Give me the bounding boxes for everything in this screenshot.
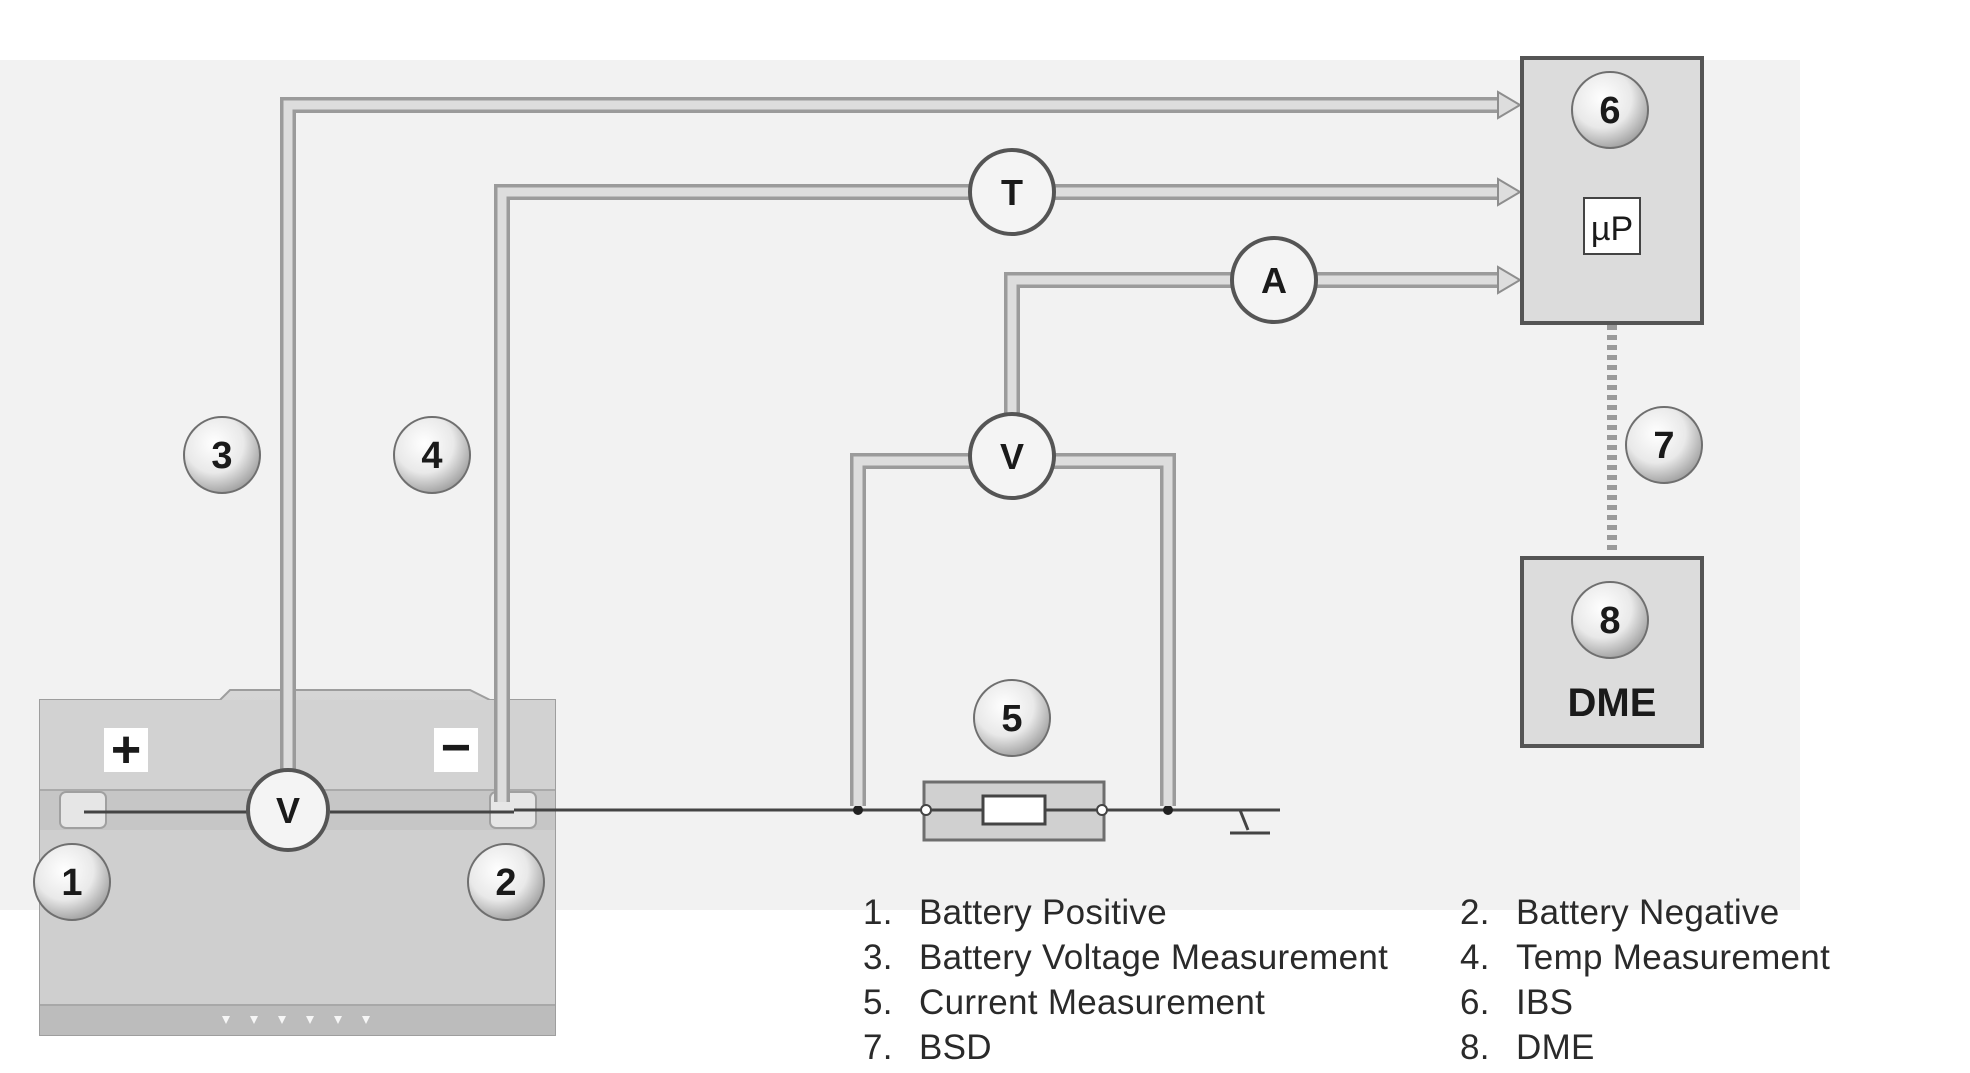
- junction-dot: [853, 805, 863, 815]
- positive-terminal-sign: +: [104, 721, 148, 779]
- battery: [39, 689, 556, 1036]
- dme-label: DME: [1568, 681, 1657, 725]
- legend-label: IBS: [1516, 983, 1574, 1022]
- shunt-voltmeter: V: [968, 412, 1056, 500]
- svg-text:−: −: [441, 719, 471, 777]
- legend-number: 2.: [1460, 893, 1490, 932]
- legend-number: 4.: [1460, 938, 1490, 977]
- arrowheads: [1497, 90, 1522, 295]
- legend-label: Battery Negative: [1516, 893, 1780, 932]
- svg-text:5: 5: [1001, 698, 1022, 740]
- svg-text:7: 7: [1653, 425, 1674, 467]
- line-shunt-tap-right: [1020, 453, 1176, 806]
- measurement-lines: [280, 97, 1505, 806]
- legend-item: 3. Battery Voltage Measurement: [863, 938, 1388, 978]
- circuit-wiring: [84, 808, 1280, 835]
- svg-text:+: +: [111, 721, 141, 779]
- legend-label: DME: [1516, 1028, 1595, 1067]
- legend-label: BSD: [919, 1028, 992, 1067]
- svg-text:3: 3: [211, 435, 232, 477]
- svg-text:2: 2: [495, 862, 516, 904]
- badge-1: 1: [33, 843, 111, 921]
- legend-number: 6.: [1460, 983, 1490, 1022]
- line-temperature: [494, 184, 1505, 802]
- legend-item: 8. DME: [1460, 1028, 1595, 1068]
- svg-text:V: V: [1000, 436, 1024, 477]
- badge-7: 7: [1625, 406, 1703, 484]
- microprocessor-chip: [1583, 197, 1641, 255]
- legend-number: 8.: [1460, 1028, 1490, 1067]
- temperature-sensor: T: [968, 148, 1056, 236]
- legend-item: 7. BSD: [863, 1028, 992, 1068]
- badge-8: 8: [1571, 581, 1649, 659]
- svg-text:4: 4: [421, 435, 442, 477]
- legend-number: 3.: [863, 938, 893, 977]
- negative-terminal-sign: −: [434, 719, 478, 777]
- arrow-icon: [1497, 265, 1522, 295]
- legend-item: 2. Battery Negative: [1460, 893, 1780, 933]
- arrow-icon: [1497, 90, 1522, 120]
- legend-label: Current Measurement: [919, 983, 1266, 1022]
- svg-text:6: 6: [1599, 90, 1620, 132]
- badge-5: 5: [973, 679, 1051, 757]
- legend-number: 7.: [863, 1028, 893, 1067]
- svg-text:8: 8: [1599, 600, 1620, 642]
- line-shunt-tap-left: [850, 453, 1000, 806]
- legend-label: Battery Voltage Measurement: [919, 938, 1389, 977]
- legend-label: Battery Positive: [919, 893, 1167, 932]
- legend-item: 4. Temp Measurement: [1460, 938, 1830, 978]
- microprocessor-label: µP: [1591, 210, 1633, 248]
- legend-item: 1. Battery Positive: [863, 893, 1167, 933]
- badge-6: 6: [1571, 71, 1649, 149]
- ammeter: A: [1230, 236, 1318, 324]
- line-current: [1004, 272, 1505, 418]
- svg-text:V: V: [276, 790, 300, 831]
- badge-4: 4: [393, 416, 471, 494]
- legend-item: 6. IBS: [1460, 983, 1573, 1023]
- legend-number: 1.: [863, 893, 893, 932]
- legend-label: Temp Measurement: [1516, 938, 1831, 977]
- arrow-icon: [1497, 177, 1522, 207]
- junction-dot: [1163, 805, 1173, 815]
- svg-text:T: T: [1001, 172, 1023, 213]
- svg-text:A: A: [1261, 260, 1287, 301]
- battery-voltmeter: V: [246, 768, 330, 852]
- legend-number: 5.: [863, 983, 893, 1022]
- svg-text:1: 1: [61, 862, 82, 904]
- shunt-resistor: [920, 780, 1108, 842]
- legend-item: 5. Current Measurement: [863, 983, 1265, 1023]
- line-battery-voltage: [280, 97, 1505, 802]
- badge-3: 3: [183, 416, 261, 494]
- badge-2: 2: [467, 843, 545, 921]
